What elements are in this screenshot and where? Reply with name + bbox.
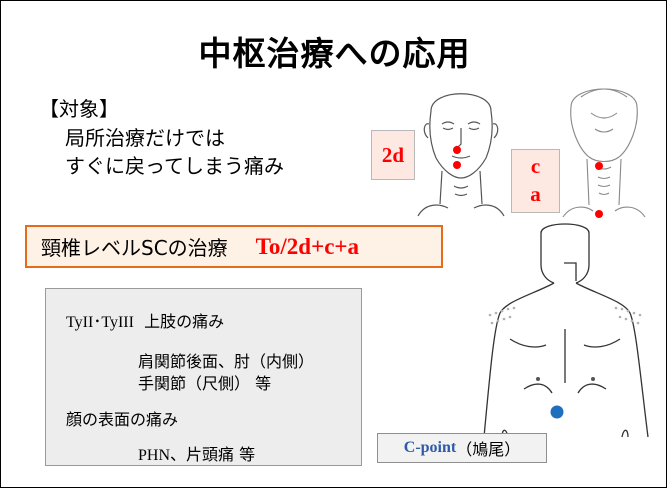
treatment-box: 頸椎レベルSCの治療 To/2d+c+a [25,225,443,268]
cpoint-name: C-point [403,439,457,456]
target-heading: 【対象】 [39,97,119,121]
ty-detail-1: 肩関節後面、肘（内側） [138,352,315,371]
slide-title: 中枢治療への応用 [198,34,471,73]
target-line-2: すぐに戻ってしまう痛み [65,154,284,178]
point-label-c: c [530,154,541,178]
point-label-2d: 2d [371,130,415,180]
point-label-a: a [530,182,541,206]
ty-heading-jp: 上肢の痛み [144,312,225,331]
ty-heading: TyII･TyIII 上肢の痛み [66,308,224,332]
ty-detail-2: 手関節（尺側） 等 [138,374,272,393]
face-detail-jp: 、片頭痛 等 [170,445,256,464]
cpoint-jp: （鳩尾） [456,440,521,459]
face-heading: 顔の表面の痛み [66,410,179,429]
point-label-ca: c a [511,149,560,213]
indications-box: TyII･TyIII 上肢の痛み 肩関節後面、肘（内側） 手関節（尺側） 等 顔… [45,288,362,466]
treatment-formula: To/2d+c+a [255,233,360,259]
target-line-1: 局所治療だけでは [65,126,225,150]
face-detail-latin: PHN [138,447,171,464]
treatment-label: 頸椎レベルSCの治療 [41,236,228,260]
face-detail: PHN、片頭痛 等 [138,441,255,465]
ty-heading-latin: TyII･TyIII [66,314,134,331]
cpoint-label: C-point（鳩尾） [377,433,547,463]
torso-illustration [483,223,649,438]
front-face-illustration [417,93,505,217]
tilted-face-illustration [562,88,646,218]
